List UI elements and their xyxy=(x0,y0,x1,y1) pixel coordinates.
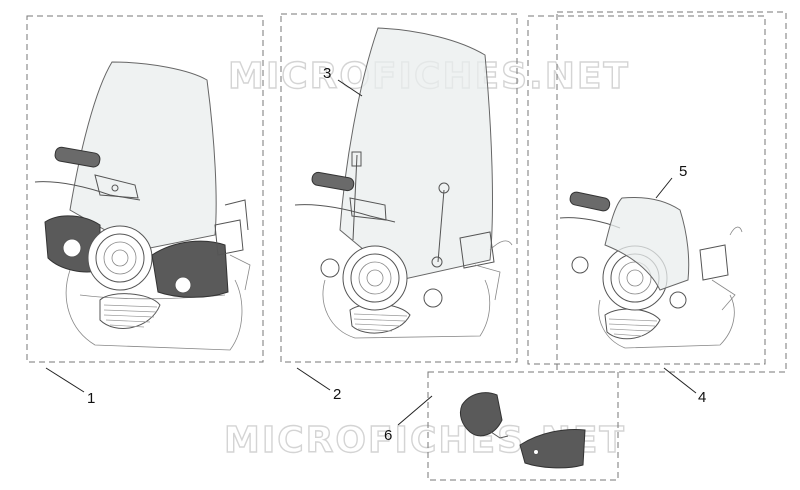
fairing-piece-right xyxy=(519,429,586,469)
panel-4-vent-stripes xyxy=(608,318,658,337)
panel-2-vent-stripes xyxy=(353,313,408,332)
panel-1-vent-stripes xyxy=(103,304,158,328)
group-box-1 xyxy=(26,15,264,363)
group-box-2 xyxy=(280,13,518,363)
headlamp-2 xyxy=(342,245,408,311)
group-box-4-front xyxy=(556,11,787,373)
callout-3: 3 xyxy=(323,65,331,82)
panel-1-windshield-assembly xyxy=(34,61,251,351)
windshield-1 xyxy=(69,61,217,251)
group-box-6 xyxy=(427,371,619,481)
panel-6-fairing-pieces xyxy=(459,392,586,469)
leader-lines xyxy=(45,79,697,426)
group-box-4-back xyxy=(527,15,766,365)
fairing-right-1 xyxy=(151,240,229,298)
handlebar-grip-2 xyxy=(311,171,355,192)
headlamp-1 xyxy=(87,225,153,291)
windshield-2 xyxy=(339,27,493,281)
callout-6: 6 xyxy=(384,427,392,444)
handlebar-grip-4 xyxy=(569,191,611,212)
panel-4-flyscreen-assembly xyxy=(559,191,743,349)
callout-4: 4 xyxy=(698,389,706,406)
callout-1: 1 xyxy=(87,390,95,407)
handlebar-grip-1 xyxy=(54,146,101,168)
callout-2: 2 xyxy=(333,386,341,403)
flyscreen-5 xyxy=(604,197,690,291)
callout-5: 5 xyxy=(679,163,687,180)
fairing-piece-left xyxy=(459,392,503,437)
panel-2-windshield-assembly xyxy=(294,27,513,339)
